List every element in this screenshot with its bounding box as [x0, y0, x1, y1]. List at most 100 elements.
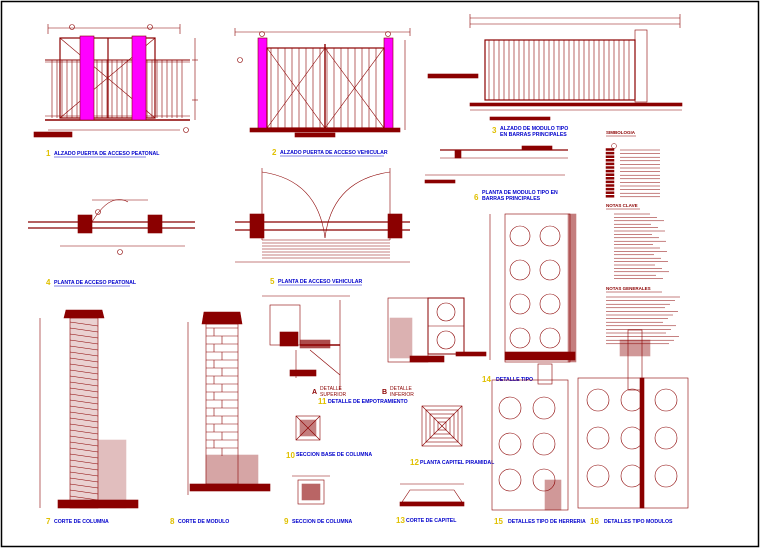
view-title-7: CORTE DE COLUMNA	[54, 519, 109, 525]
view-title-6: PLANTA DE MODULO TIPO EN	[482, 190, 558, 196]
detail-b-sub: INFERIOR	[390, 392, 414, 398]
view-title-11: DETALLE DE EMPOTRAMIENTO	[328, 399, 408, 405]
view-number-10: 10	[286, 451, 295, 460]
hatch-line	[69, 495, 99, 501]
hatch-line	[69, 327, 99, 333]
ornament-circle	[539, 293, 561, 315]
capital-ring	[429, 413, 455, 439]
hatch-line	[69, 399, 99, 405]
ornament-circle	[586, 388, 610, 412]
view-title-5: PLANTA DE ACCESO VEHICULAR	[278, 279, 363, 285]
hatch-line	[69, 417, 99, 423]
view-number-16: 16	[590, 517, 599, 526]
view-module-plan-strip	[424, 145, 568, 184]
view-capital-plan	[421, 405, 463, 447]
capital-ring	[425, 409, 459, 443]
view-title-6b: BARRAS PRINCIPALES	[482, 196, 541, 202]
ornament-circle	[498, 432, 522, 456]
view-title-13: CORTE DE CAPITEL	[406, 518, 457, 524]
ornament-circle	[539, 259, 561, 281]
view-number-12: 12	[410, 458, 419, 467]
notas-clave-list	[606, 208, 669, 279]
hatch-line	[69, 459, 99, 465]
view-capital-section	[399, 483, 465, 507]
ornament-circle	[654, 464, 678, 488]
view-number-13: 13	[396, 516, 405, 525]
notas-generales-heading: NOTAS GENERALES	[606, 286, 651, 291]
ornament-circle	[498, 396, 522, 420]
capital-ring	[421, 405, 463, 447]
view-pedestrian-gate-elevation	[33, 24, 198, 138]
ornament-circle	[654, 388, 678, 412]
hatch-line	[69, 321, 99, 327]
view-vehicle-gate-elevation	[234, 28, 411, 138]
hatch-line	[69, 411, 99, 417]
view-number-7: 7	[46, 517, 51, 526]
legend-swatch	[605, 151, 615, 155]
legend-swatch	[605, 195, 615, 198]
legend-swatch	[605, 155, 615, 158]
view-title-8: CORTE DE MODULO	[178, 519, 229, 525]
hatch-line	[69, 489, 99, 495]
view-title-12: PLANTA CAPITEL PIRAMIDAL	[420, 460, 495, 466]
hatch-line	[69, 465, 99, 471]
view-number-15: 15	[494, 517, 503, 526]
hatch-line	[69, 483, 99, 489]
detail-a-word: DETALLE	[320, 386, 343, 392]
simbologia-heading: SIMBOLOGIA	[606, 130, 636, 135]
view-title-3b: EN BARRAS PRINCIPALES	[500, 132, 567, 138]
legend-swatch	[605, 180, 615, 184]
simbologia-legend	[605, 135, 660, 198]
legend-swatch	[605, 159, 615, 162]
ornament-circle	[539, 225, 561, 247]
hatch-line	[69, 369, 99, 375]
view-module-section	[187, 311, 271, 495]
view-title-15: DETALLES TIPO DE HERRERIA	[508, 519, 586, 525]
view-title-4: PLANTA DE ACCESO PEATONAL	[54, 280, 137, 286]
legend-swatch	[605, 169, 615, 173]
detail-b-word: DETALLE	[390, 386, 413, 392]
hatch-line	[69, 477, 99, 483]
hatch-line	[69, 381, 99, 387]
view-title-9: SECCION DE COLUMNA	[292, 519, 352, 525]
hatch-line	[69, 393, 99, 399]
ornament-circle	[532, 396, 556, 420]
hatch-line	[69, 357, 99, 363]
view-number-1: 1	[46, 149, 51, 158]
ornament-circle	[539, 327, 561, 349]
hatch-line	[69, 453, 99, 459]
view-title-16: DETALLES TIPO MODULOS	[604, 519, 673, 525]
view-number-8: 8	[170, 517, 175, 526]
capital-ring	[433, 417, 451, 435]
hatch-line	[69, 339, 99, 345]
hatch-line	[69, 363, 99, 369]
view-vehicle-plan	[235, 168, 410, 263]
ornament-circle	[498, 468, 522, 492]
ornament-circle	[509, 225, 531, 247]
view-number-3: 3	[492, 126, 497, 135]
view-number-14: 14	[482, 375, 491, 384]
legend-swatch	[605, 173, 615, 176]
detail-a-sub: SUPERIOR	[320, 392, 347, 398]
detail-b-letter: B	[382, 389, 387, 396]
hatch-line	[69, 441, 99, 447]
notas-generales-list	[606, 291, 680, 345]
hatch-line	[69, 345, 99, 351]
hatch-line	[69, 471, 99, 477]
hatch-line	[69, 429, 99, 435]
hatch-line	[69, 435, 99, 441]
view-number-9: 9	[284, 517, 289, 526]
hatch-line	[69, 387, 99, 393]
view-module-elevation	[427, 14, 683, 121]
view-lower-detail	[387, 297, 487, 363]
view-title-1: ALZADO PUERTA DE ACCESO PEATONAL	[54, 151, 160, 157]
hatch-line	[69, 405, 99, 411]
ornament-circle	[532, 432, 556, 456]
view-module-details	[577, 329, 689, 509]
notas-clave-heading: NOTAS CLAVE	[606, 203, 638, 208]
hatch-line	[69, 351, 99, 357]
ornament-circle	[509, 293, 531, 315]
legend-swatch	[605, 184, 615, 187]
